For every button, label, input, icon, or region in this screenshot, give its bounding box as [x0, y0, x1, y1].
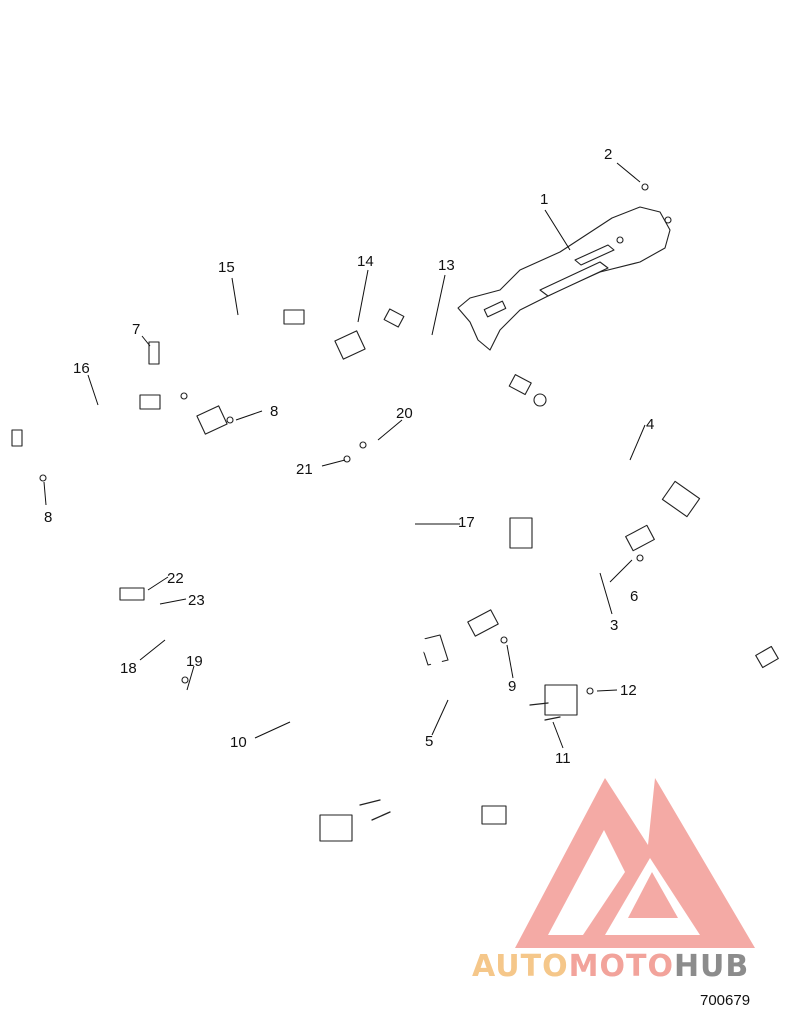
callout-18: 18: [120, 660, 137, 677]
part-13-cross-tube: [383, 308, 532, 396]
callout-13: 13: [438, 257, 455, 274]
callout-8b: 8: [44, 509, 52, 526]
callout-labels: 1 2 3 4 5 6 7 8 8 9 10 11 12 13 14 15 16…: [44, 146, 654, 767]
callout-12: 12: [620, 682, 637, 699]
callout-23: 23: [188, 592, 205, 609]
part-3-cross-brace: [467, 524, 655, 637]
callout-15: 15: [218, 259, 235, 276]
callout-2: 2: [604, 146, 612, 163]
callout-10: 10: [230, 734, 247, 751]
part-1-top-cover: [457, 206, 672, 351]
callout-1: 1: [540, 191, 548, 208]
part-18-bracket: [107, 587, 178, 715]
part-5-brace-tube: [296, 539, 507, 825]
callout-4: 4: [646, 416, 654, 433]
watermark-hub: HUB: [674, 949, 749, 984]
part-14-front-upper-frame: [109, 329, 377, 568]
fastener-bolts: [11, 183, 649, 821]
callout-7: 7: [132, 321, 140, 338]
callout-9: 9: [508, 678, 516, 695]
callout-17: 17: [458, 514, 475, 531]
part-16-grab-bar: [23, 393, 161, 463]
callout-16: 16: [73, 360, 90, 377]
part-17-bracket: [377, 462, 416, 583]
watermark-moto: MOTO: [569, 949, 674, 984]
watermark-auto: AUTO: [472, 949, 569, 984]
callout-14: 14: [357, 253, 374, 270]
callout-21: 21: [296, 461, 313, 478]
callout-6: 6: [630, 588, 638, 605]
part-4-side-rail: [533, 393, 779, 669]
callout-8a: 8: [270, 403, 278, 420]
callout-22: 22: [167, 570, 184, 587]
callout-5: 5: [425, 733, 433, 750]
callout-19: 19: [186, 653, 203, 670]
part-10-rear-hoop: [277, 403, 578, 842]
watermark-text: AUTOMOTOHUB: [472, 949, 749, 984]
leader-lines: [43, 162, 646, 749]
part-cross-tube-front: [162, 449, 278, 531]
part-15-grab-bar: [165, 309, 305, 385]
callout-20: 20: [396, 405, 413, 422]
figure-number: 700679: [700, 992, 750, 1009]
callout-11: 11: [555, 750, 571, 767]
callout-3: 3: [610, 617, 618, 634]
automotohub-logo-icon: [515, 778, 755, 948]
